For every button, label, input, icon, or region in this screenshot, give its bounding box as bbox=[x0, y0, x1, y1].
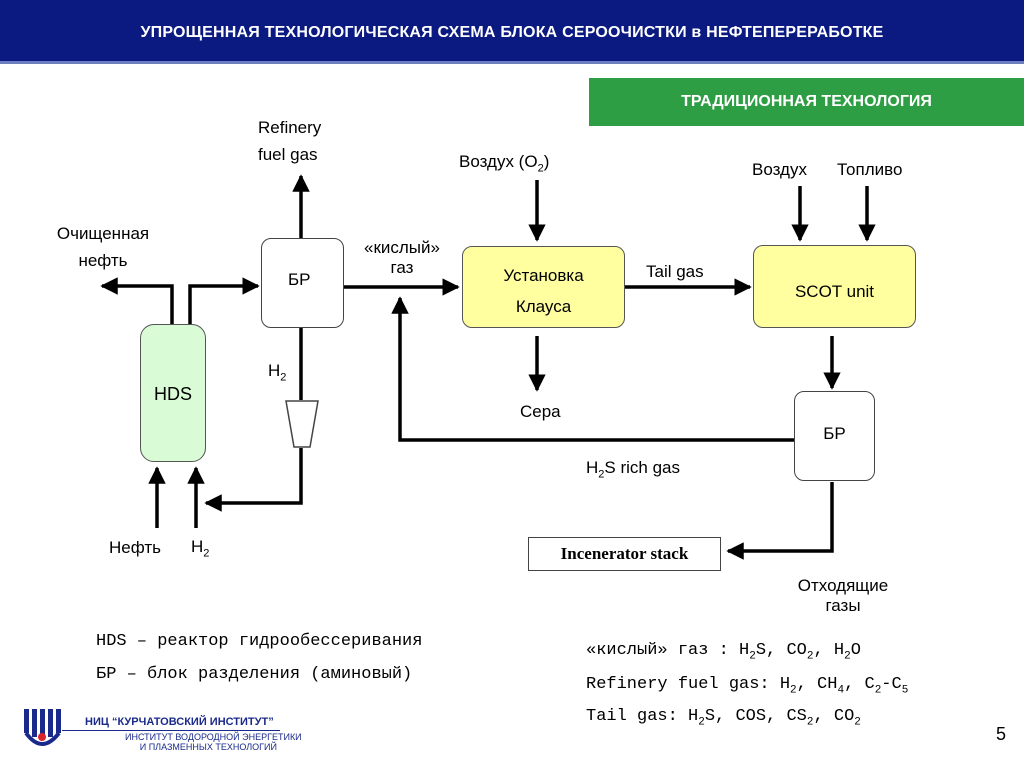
cleaned-oil-label: Очищенная нефть bbox=[56, 224, 150, 270]
hds-reactor bbox=[140, 324, 206, 462]
legend-hds: HDS – реактор гидрообессеривания bbox=[96, 632, 423, 651]
h2-mid-label: H2 bbox=[268, 361, 287, 384]
h2s-recycle-arrow bbox=[391, 296, 794, 442]
air-o2-label: Воздух (O2) bbox=[459, 152, 550, 175]
air-label: Воздух bbox=[752, 160, 807, 179]
hds-to-br-arrow bbox=[188, 277, 260, 326]
oil-label: Нефть bbox=[109, 538, 161, 557]
separation-unit-top bbox=[261, 238, 344, 328]
institute-line2: И ПЛАЗМЕННЫХ ТЕХНОЛОГИЙ bbox=[139, 742, 277, 752]
claus-unit-label: Установка Клауса bbox=[503, 266, 584, 316]
incinerator-label: Incenerator stack bbox=[560, 544, 689, 563]
org-name: НИЦ “КУРЧАТОВСКИЙ ИНСТИТУТ” bbox=[85, 716, 274, 728]
page-title: УПРОЩЕННАЯ ТЕХНОЛОГИЧЕСКАЯ СХЕМА БЛОКА С… bbox=[140, 24, 884, 41]
h2-recycle-arrow bbox=[204, 448, 303, 512]
refinery-fuel-gas-composition: Refinery fuel gas: H2, CH4, C2-C5 bbox=[586, 675, 909, 697]
cleaned-oil-arrow bbox=[100, 277, 174, 326]
br-right-label: БР bbox=[823, 424, 846, 443]
claus-unit bbox=[462, 246, 625, 328]
sulfur-label: Сера bbox=[520, 402, 561, 421]
hds-label: HDS bbox=[153, 384, 192, 404]
refinery-fuel-gas-label: Refinery fuel gas bbox=[258, 118, 322, 164]
tail-gas-composition: Tail gas: H2S, COS, CS2, CO2 bbox=[586, 707, 861, 729]
incinerator-stack bbox=[528, 537, 721, 571]
legend-br: БР – блок разделения (аминовый) bbox=[96, 665, 413, 684]
h2s-rich-gas-label: H2S rich gas bbox=[586, 458, 680, 481]
fuel-label: Топливо bbox=[837, 160, 903, 179]
page-number: 5 bbox=[996, 724, 1007, 744]
br-top-label: БР bbox=[288, 270, 311, 289]
scot-unit bbox=[753, 245, 916, 328]
title-bar bbox=[0, 0, 1024, 64]
compressor-icon bbox=[285, 400, 319, 448]
technology-badge bbox=[589, 78, 1024, 126]
sour-gas-label: «кислый» газ bbox=[364, 238, 440, 277]
off-gas-label: Отходящие газы bbox=[797, 576, 889, 615]
kurchatov-logo-icon bbox=[24, 709, 61, 746]
institute-line1: ИНСТИТУТ ВОДОРОДНОЙ ЭНЕРГЕТИКИ bbox=[125, 732, 302, 742]
technology-badge-label: ТРАДИЦИОННАЯ ТЕХНОЛОГИЯ bbox=[681, 93, 932, 110]
logo-underline bbox=[62, 730, 280, 731]
tail-gas-label: Tail gas bbox=[646, 262, 704, 281]
sour-gas-composition: «кислый» газ : H2S, CO2, H2O bbox=[586, 641, 861, 663]
scot-unit-label: SCOT unit bbox=[794, 282, 875, 301]
incinerator-arrow bbox=[726, 482, 834, 560]
separation-unit-right bbox=[794, 391, 875, 481]
h2-bottom-label: H2 bbox=[191, 537, 210, 560]
